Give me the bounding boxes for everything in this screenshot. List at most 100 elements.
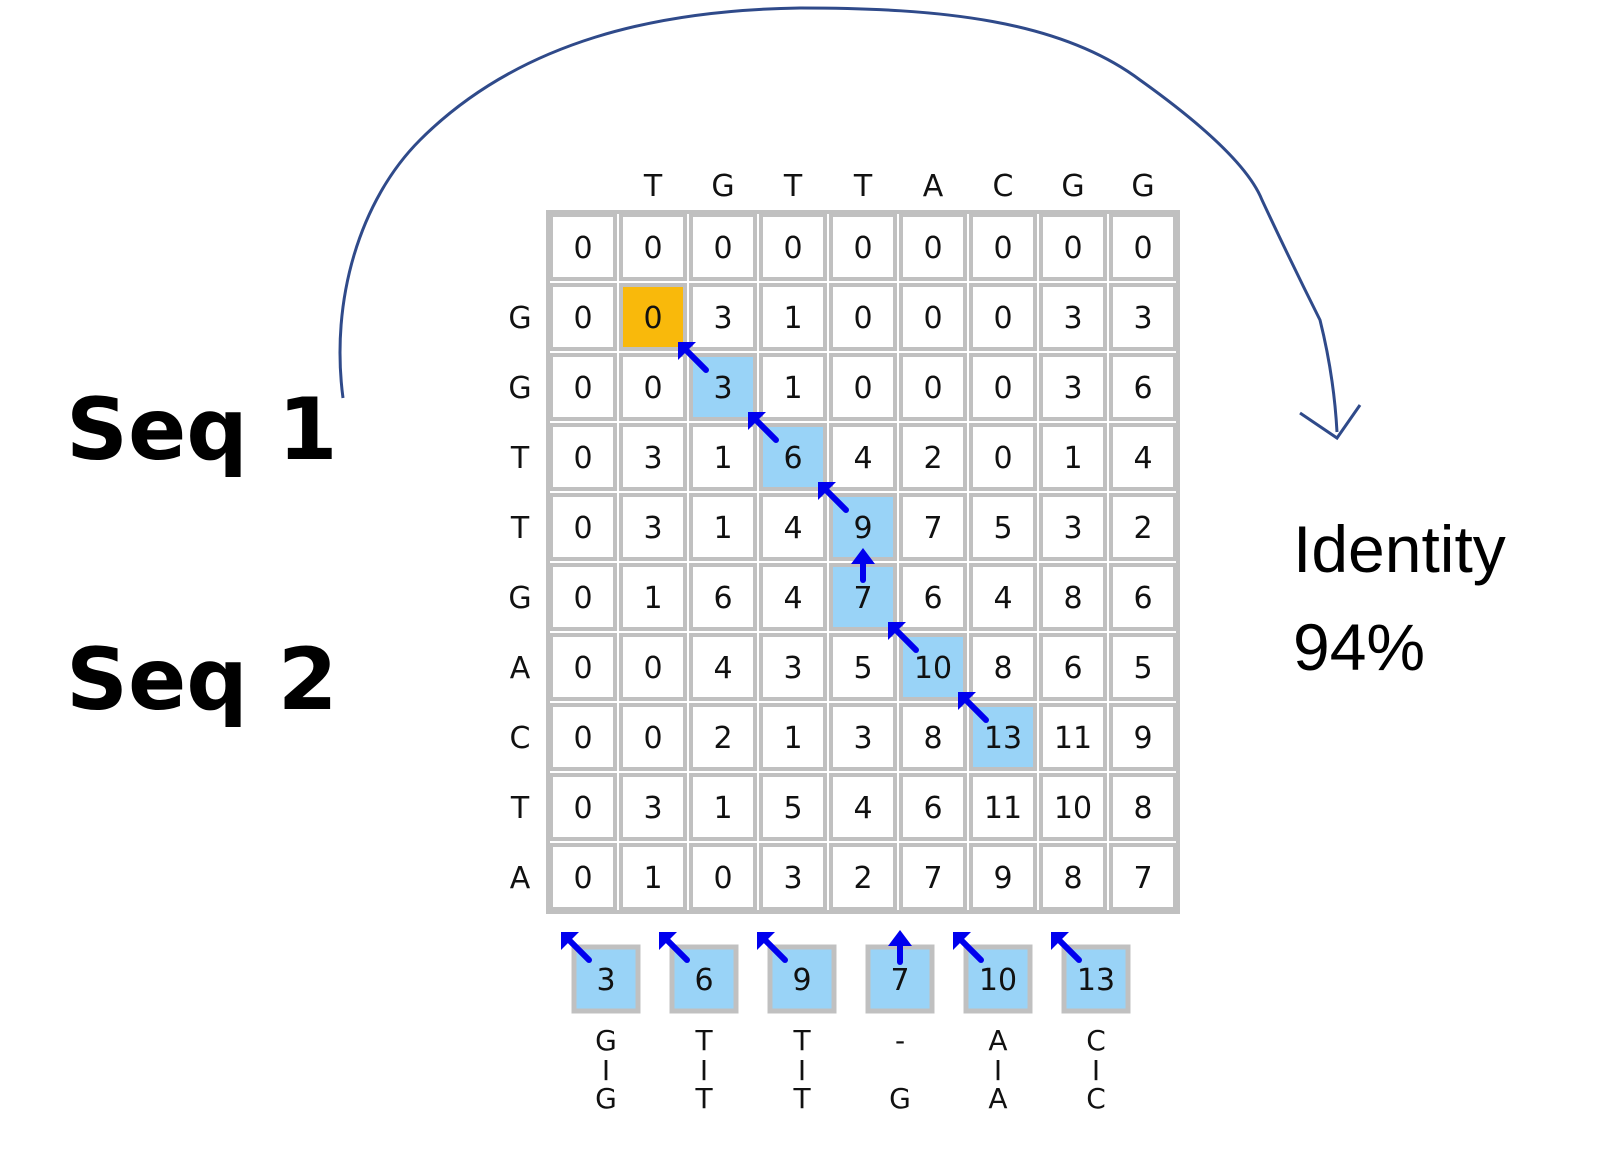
matrix-cell xyxy=(969,843,1037,911)
alignment-top-char: T xyxy=(792,1024,811,1057)
matrix-cell xyxy=(549,773,617,841)
cell-value: 1 xyxy=(713,441,732,476)
matrix-cell xyxy=(1109,493,1177,561)
alignment-score: 9 xyxy=(792,963,811,998)
matrix-cell xyxy=(759,843,827,911)
cell-value: 0 xyxy=(993,231,1012,266)
cell-value: 11 xyxy=(1054,721,1092,756)
cell-value: 7 xyxy=(923,861,942,896)
alignment-bottom-char: C xyxy=(1086,1082,1106,1115)
alignment-top-char: A xyxy=(988,1024,1007,1057)
matrix-cell xyxy=(549,563,617,631)
column-letter: G xyxy=(711,169,734,204)
up-arrow-icon xyxy=(851,548,875,583)
matrix-cell xyxy=(619,703,687,771)
alignment-bottom-char: G xyxy=(595,1082,617,1115)
cell-value: 7 xyxy=(1133,861,1152,896)
alignment-bottom-char: T xyxy=(694,1082,713,1115)
alignment-top-char: - xyxy=(895,1024,905,1057)
matrix-cell xyxy=(1039,563,1107,631)
cell-value: 0 xyxy=(573,301,592,336)
matrix-cell xyxy=(759,493,827,561)
matrix-cell xyxy=(899,213,967,281)
cell-value: 0 xyxy=(573,651,592,686)
matrix-cell xyxy=(689,773,757,841)
matrix-cell xyxy=(899,423,967,491)
matrix-cell xyxy=(549,213,617,281)
matrix-cell xyxy=(759,703,827,771)
matrix-cell xyxy=(619,493,687,561)
cell-value: 9 xyxy=(1133,721,1152,756)
cell-value: 2 xyxy=(923,441,942,476)
matrix-cell xyxy=(1109,633,1177,701)
cell-value: 4 xyxy=(713,651,732,686)
column-letter: C xyxy=(993,169,1014,204)
matrix-cell xyxy=(1039,703,1107,771)
matrix-cell xyxy=(829,423,897,491)
cell-value: 8 xyxy=(923,721,942,756)
matrix-cell xyxy=(759,563,827,631)
seq2-label: Seq 2 xyxy=(66,630,338,730)
matrix-cell xyxy=(759,773,827,841)
cell-value: 2 xyxy=(713,721,732,756)
cell-value: 11 xyxy=(984,791,1022,826)
cell-value: 0 xyxy=(643,231,662,266)
cell-value: 6 xyxy=(1133,581,1152,616)
matrix-cell xyxy=(549,423,617,491)
cell-value: 0 xyxy=(923,371,942,406)
matrix-cell xyxy=(1109,843,1177,911)
diagonal-arrow-icon xyxy=(1051,932,1082,963)
cell-value: 4 xyxy=(853,441,872,476)
cell-value: 7 xyxy=(923,511,942,546)
identity-curve-arrow xyxy=(338,6,1339,433)
diagonal-arrow-icon xyxy=(818,482,849,513)
matrix-cell xyxy=(899,563,967,631)
cell-value: 10 xyxy=(1054,791,1092,826)
cell-value: 0 xyxy=(853,371,872,406)
cell-value: 6 xyxy=(923,791,942,826)
cell-value: 0 xyxy=(853,231,872,266)
cell-value: 1 xyxy=(783,721,802,756)
cell-value: 3 xyxy=(1063,511,1082,546)
cell-value: 0 xyxy=(1133,231,1152,266)
cell-value: 0 xyxy=(923,231,942,266)
alignment-bottom-char: G xyxy=(889,1082,911,1115)
alignment-match-bar: I xyxy=(602,1054,610,1087)
cell-value: 0 xyxy=(643,301,662,336)
matrix-cell xyxy=(1039,773,1107,841)
matrix-cell xyxy=(619,213,687,281)
row-letter: G xyxy=(508,581,531,616)
matrix-cell xyxy=(969,493,1037,561)
alignment-score: 3 xyxy=(596,963,615,998)
matrix-cell xyxy=(689,493,757,561)
curve-arrowhead xyxy=(1299,404,1362,441)
cell-value: 3 xyxy=(783,651,802,686)
row-letter: T xyxy=(510,791,530,826)
diagonal-arrow-icon xyxy=(561,932,592,963)
cell-value: 2 xyxy=(853,861,872,896)
diagonal-arrow-icon xyxy=(953,932,984,963)
matrix-cell xyxy=(1039,353,1107,421)
column-letter: T xyxy=(853,169,873,204)
matrix-cell xyxy=(1109,563,1177,631)
cell-value: 0 xyxy=(783,231,802,266)
cell-value: 5 xyxy=(783,791,802,826)
matrix-cell xyxy=(689,633,757,701)
row-letter: A xyxy=(510,651,531,686)
matrix-cell xyxy=(619,633,687,701)
matrix-cell xyxy=(689,213,757,281)
matrix-cell xyxy=(1039,213,1107,281)
matrix-cell xyxy=(829,773,897,841)
cell-value: 3 xyxy=(1063,301,1082,336)
alignment-score: 6 xyxy=(694,963,713,998)
matrix-cell xyxy=(759,633,827,701)
cell-value: 5 xyxy=(1133,651,1152,686)
matrix-cell xyxy=(899,283,967,351)
cell-value: 3 xyxy=(713,301,732,336)
matrix-cell xyxy=(969,353,1037,421)
cell-value: 1 xyxy=(783,301,802,336)
cell-value: 6 xyxy=(713,581,732,616)
alignment-top-char: C xyxy=(1086,1024,1106,1057)
matrix-cell xyxy=(619,843,687,911)
